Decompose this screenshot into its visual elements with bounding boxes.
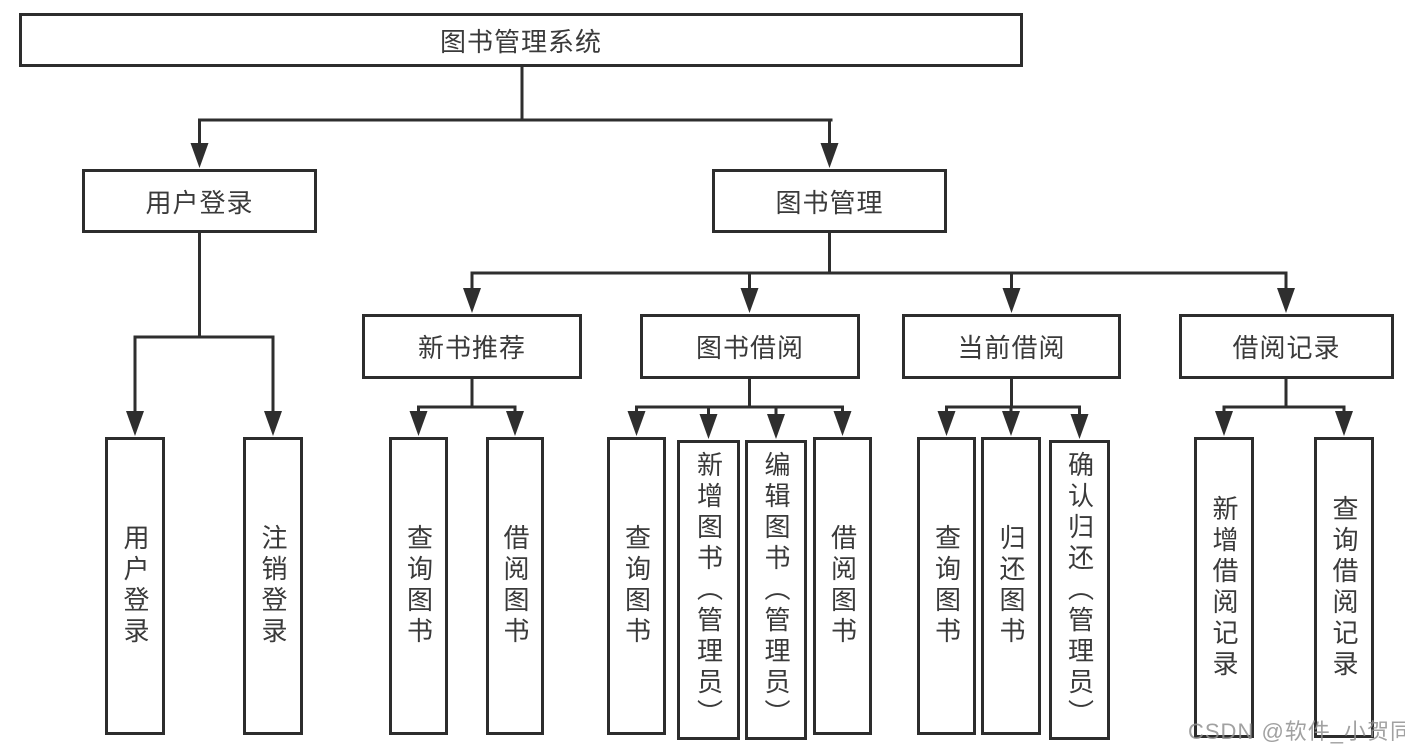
leaf-edit-books-admin-label: 编辑图书（管理员） (761, 450, 791, 730)
leaf-add-books-admin: 新增图书（管理员） (677, 440, 740, 740)
leaf-borrow-books-1: 借阅图书 (486, 437, 544, 735)
leaf-borrow-books-2-label: 借阅图书 (827, 524, 858, 648)
leaf-add-borrow-record-label: 新增借阅记录 (1209, 494, 1239, 681)
node-borrow-records: 借阅记录 (1179, 314, 1394, 379)
leaf-query-books-2: 查询图书 (607, 437, 666, 735)
leaf-query-borrow-record-label: 查询借阅记录 (1329, 494, 1359, 681)
leaf-user-login-label: 用户登录 (120, 524, 150, 648)
node-new-book-recommend: 新书推荐 (362, 314, 582, 379)
leaf-edit-books-admin: 编辑图书（管理员） (745, 440, 807, 740)
node-root: 图书管理系统 (19, 13, 1023, 67)
leaf-query-borrow-record: 查询借阅记录 (1314, 437, 1374, 738)
leaf-borrow-books-1-label: 借阅图书 (500, 524, 530, 648)
leaf-borrow-books-2: 借阅图书 (813, 437, 872, 735)
node-book-borrow-label: 图书借阅 (695, 333, 804, 363)
node-book-management-label: 图书管理 (775, 187, 884, 218)
leaf-query-books-3-label: 查询图书 (931, 524, 962, 648)
node-book-borrow: 图书借阅 (640, 314, 860, 379)
leaf-query-books-1-label: 查询图书 (403, 524, 434, 648)
leaf-add-books-admin-label: 新增图书（管理员） (693, 450, 724, 730)
node-user-login: 用户登录 (82, 169, 317, 233)
node-user-login-label: 用户登录 (145, 187, 254, 218)
node-book-management: 图书管理 (712, 169, 947, 233)
node-current-borrow-label: 当前借阅 (957, 333, 1066, 363)
leaf-add-borrow-record: 新增借阅记录 (1194, 437, 1254, 738)
node-root-label: 图书管理系统 (439, 26, 602, 57)
leaf-user-login: 用户登录 (105, 437, 165, 735)
leaf-query-books-1: 查询图书 (389, 437, 448, 735)
leaf-return-books: 归还图书 (981, 437, 1041, 735)
node-current-borrow: 当前借阅 (902, 314, 1121, 379)
leaf-logout: 注销登录 (243, 437, 303, 735)
csdn-watermark: CSDN @软件_小贺同学 (1188, 719, 1405, 744)
leaf-query-books-2-label: 查询图书 (621, 524, 652, 648)
leaf-return-books-label: 归还图书 (996, 524, 1026, 648)
leaf-logout-label: 注销登录 (258, 524, 288, 648)
leaf-confirm-return-admin: 确认归还（管理员） (1049, 440, 1110, 740)
node-new-book-recommend-label: 新书推荐 (417, 333, 526, 363)
leaf-query-books-3: 查询图书 (917, 437, 976, 735)
leaf-confirm-return-admin-label: 确认归还（管理员） (1064, 450, 1095, 730)
node-borrow-records-label: 借阅记录 (1232, 333, 1341, 363)
